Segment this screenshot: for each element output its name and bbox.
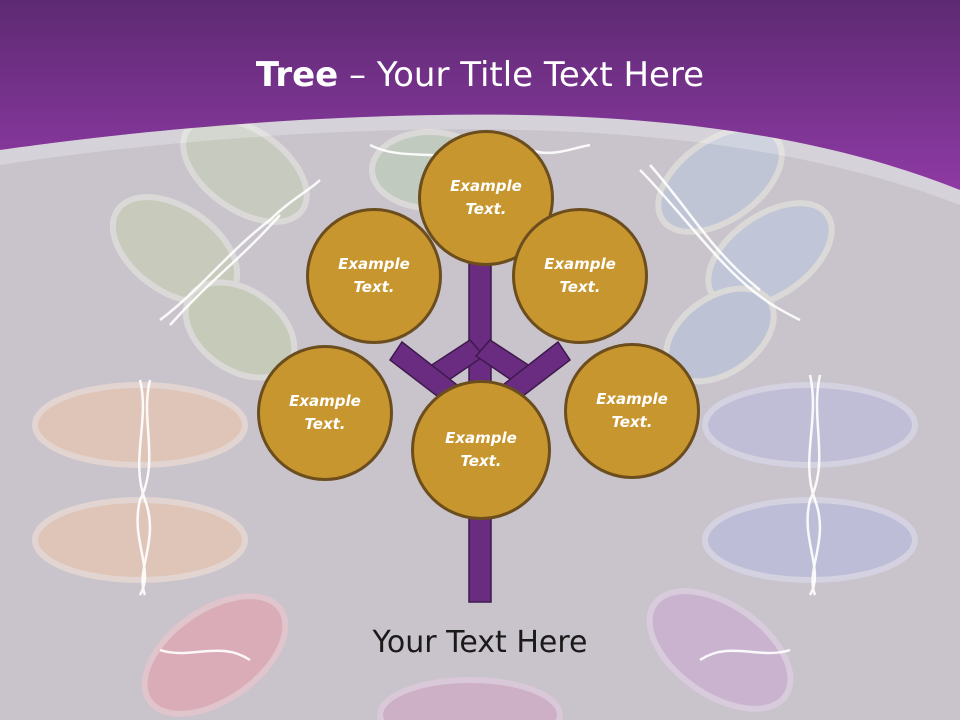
title-rest: – Your Title Text Here — [338, 55, 705, 95]
title-bold: Tree — [255, 55, 339, 95]
tree-node-label: Example Text. — [596, 390, 668, 431]
tree-node-label: Example Text. — [338, 255, 410, 296]
tree-node-upper-right: Example Text. — [512, 208, 648, 344]
header-band — [0, 0, 960, 190]
tree-node-lower-left: Example Text. — [257, 345, 393, 481]
tree-node-label: Example Text. — [450, 177, 522, 218]
footer-text: Your Text Here — [372, 625, 588, 660]
tree-node-label: Example Text. — [289, 392, 361, 433]
decorative-laces — [136, 143, 822, 662]
tree-node-label: Example Text. — [544, 255, 616, 296]
tree-node-center: Example Text. — [411, 380, 551, 520]
slide-title: Tree – Your Title Text Here — [0, 52, 960, 98]
tree-node-label: Example Text. — [445, 429, 517, 470]
tree-node-upper-left: Example Text. — [306, 208, 442, 344]
tree-node-lower-right: Example Text. — [564, 343, 700, 479]
header-highlight — [0, 114, 960, 205]
